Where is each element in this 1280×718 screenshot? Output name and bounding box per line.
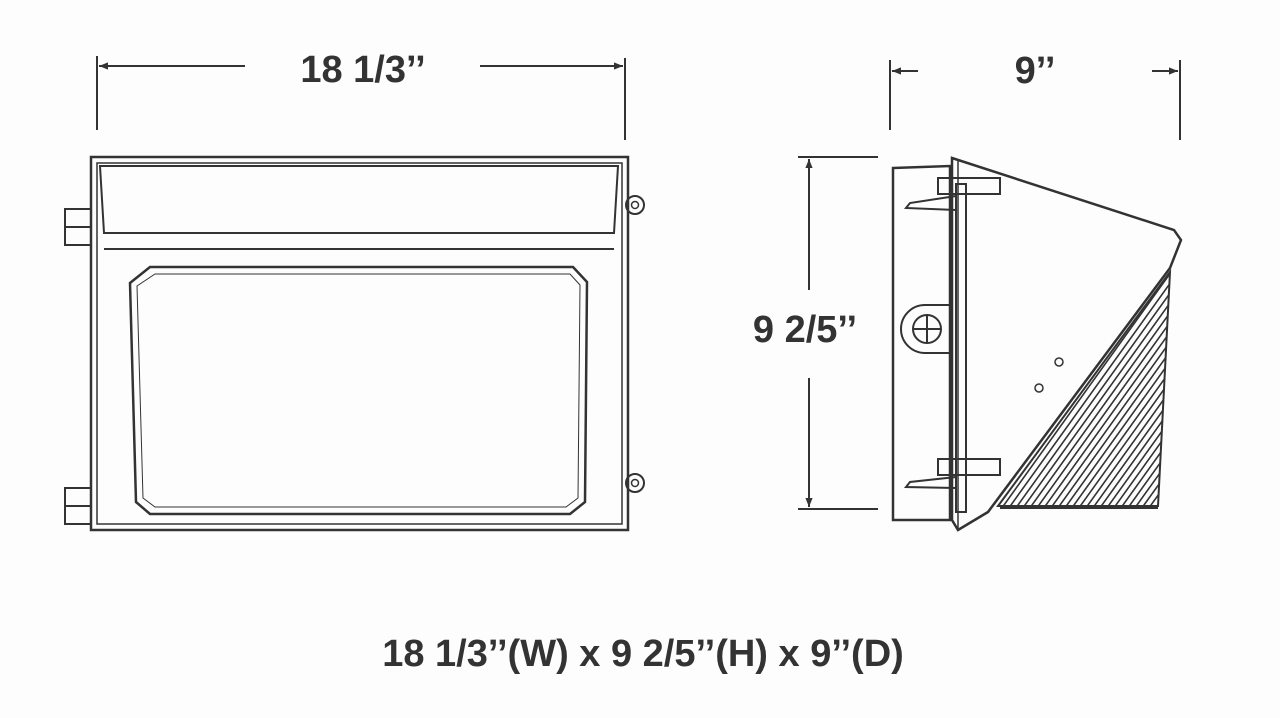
- width-label: 18 1/3’’: [300, 49, 425, 91]
- left-tab-upper-b: [64, 226, 92, 246]
- front-lens-inner: [136, 273, 581, 508]
- front-lens-window: [128, 265, 589, 516]
- right-screw-lower-hole: [630, 478, 640, 488]
- side-bracket-lower: [937, 458, 1001, 476]
- right-screw-upper: [625, 195, 645, 215]
- right-screw-lower: [625, 473, 645, 493]
- left-tab-upper-a: [64, 208, 92, 228]
- depth-label: 9’’: [1015, 50, 1056, 92]
- side-bracket-upper-arm: [903, 195, 957, 211]
- side-housing: [950, 156, 1183, 532]
- front-top-visor: [98, 165, 620, 234]
- side-hole-lower: [1034, 383, 1044, 393]
- dimension-caption: 18 1/3’’(W) x 9 2/5’’(H) x 9’’(D): [382, 633, 904, 675]
- height-dimension: 9 2/5’’: [753, 156, 878, 510]
- right-screw-upper-hole: [630, 200, 640, 210]
- left-tab-lower-b: [64, 505, 92, 525]
- front-inner-frame: [96, 162, 623, 525]
- depth-dimension: 9’’: [889, 50, 1181, 140]
- height-label: 9 2/5’’: [753, 309, 857, 351]
- side-back-box: [891, 164, 952, 522]
- side-conduit-boss: [900, 304, 950, 354]
- side-mount-pole: [955, 183, 967, 513]
- front-view: [64, 155, 645, 532]
- side-hole-upper: [1054, 357, 1064, 367]
- width-dimension: 18 1/3’’: [96, 49, 626, 140]
- side-view: [891, 156, 1183, 532]
- side-bracket-upper: [937, 177, 1001, 195]
- left-tab-lower-a: [64, 487, 92, 507]
- front-outer-frame: [89, 155, 630, 532]
- side-bracket-lower-arm: [903, 476, 957, 489]
